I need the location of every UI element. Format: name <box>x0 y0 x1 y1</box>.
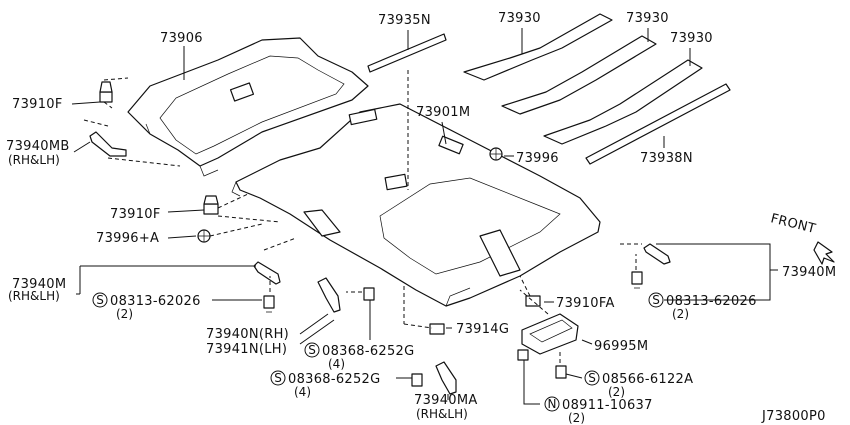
pad-73930-b <box>501 35 657 115</box>
svg-text:S: S <box>308 343 316 357</box>
label-73940m-left-side: (RH&LH) <box>8 289 60 303</box>
label-73910f-mid: 73910F <box>110 207 161 222</box>
bracket-96995m <box>521 313 579 355</box>
label-08911-qty: (2) <box>568 411 585 425</box>
screw-08368-b <box>411 373 423 387</box>
label-73930-a: 73930 <box>498 11 541 26</box>
label-73940n: 73940N(RH) <box>206 327 289 342</box>
strip-73935n <box>367 33 447 73</box>
front-arrow <box>813 241 835 265</box>
label-73940m-left: 73940M <box>12 277 66 292</box>
clip-73910f-top <box>99 81 113 103</box>
label-73940mb-side: (RH&LH) <box>8 153 60 167</box>
clip-73910f-mid <box>203 195 219 215</box>
label-73906: 73906 <box>160 31 203 46</box>
label-08313-left: 08313-62026 <box>110 294 201 309</box>
label-73941n: 73941N(LH) <box>206 342 287 357</box>
label-73940ma: 73940MA <box>414 393 478 408</box>
clip-73996a <box>197 229 211 243</box>
label-73930-b: 73930 <box>626 11 669 26</box>
pad-73930-a <box>463 13 613 81</box>
symbol-n-08911: N <box>544 396 560 412</box>
grip-73940m-right <box>643 243 671 265</box>
headlining-upper <box>127 37 369 177</box>
pad-73930-c <box>543 59 703 145</box>
label-08368-b: 08368-6252G <box>288 372 381 387</box>
label-73930-c: 73930 <box>670 31 713 46</box>
screw-right <box>631 271 643 289</box>
svg-text:S: S <box>652 293 660 307</box>
label-08313-right-qty: (2) <box>672 307 689 321</box>
label-08911: 08911-10637 <box>562 398 653 413</box>
leader-lines <box>71 28 778 405</box>
headlining-lower <box>231 103 601 307</box>
label-73996a: 73996+A <box>96 231 159 246</box>
symbol-s-08566: S <box>584 370 600 386</box>
label-73901m: 73901M <box>416 105 470 120</box>
label-08313-left-qty: (2) <box>116 307 133 321</box>
label-08368-a: 08368-6252G <box>322 344 415 359</box>
nut-08911 <box>517 349 529 361</box>
label-08368-a-qty: (4) <box>328 357 345 371</box>
strip-73938n <box>585 83 731 165</box>
label-73938n: 73938N <box>640 151 693 166</box>
label-73914g: 73914G <box>456 322 509 337</box>
symbol-s-08313-left: S <box>92 292 108 308</box>
symbol-s-08368-b: S <box>270 370 286 386</box>
svg-text:S: S <box>96 293 104 307</box>
label-front: FRONT <box>769 211 817 237</box>
label-73935n: 73935N <box>378 13 431 28</box>
label-96995m: 96995M <box>594 339 648 354</box>
clip-73914g <box>429 323 445 335</box>
drawing-number: J73800P0 <box>761 409 826 424</box>
label-08368-b-qty: (4) <box>294 385 311 399</box>
label-08313-right: 08313-62026 <box>666 294 757 309</box>
symbol-s-08313-right: S <box>648 292 664 308</box>
grip-73940mb <box>89 131 127 157</box>
screw-08368-a <box>363 287 375 301</box>
label-08566: 08566-6122A <box>602 372 693 387</box>
label-73910f-top: 73910F <box>12 97 63 112</box>
grip-73940n <box>317 277 341 313</box>
screw-96995m <box>555 365 567 379</box>
symbol-s-08368-a: S <box>304 342 320 358</box>
grip-73940ma <box>435 361 457 395</box>
label-73996: 73996 <box>516 151 559 166</box>
svg-text:N: N <box>548 397 557 411</box>
svg-text:S: S <box>588 371 596 385</box>
clip-73910fa <box>525 295 541 307</box>
label-73940mb: 73940MB <box>6 139 70 154</box>
svg-text:S: S <box>274 371 282 385</box>
screw-left <box>263 295 275 313</box>
label-73940ma-side: (RH&LH) <box>416 407 468 421</box>
label-73940m-right: 73940M <box>782 265 836 280</box>
label-73910fa: 73910FA <box>556 296 615 311</box>
grip-73940m-left <box>253 261 281 285</box>
clip-73996 <box>489 147 503 161</box>
label-08566-qty: (2) <box>608 385 625 399</box>
